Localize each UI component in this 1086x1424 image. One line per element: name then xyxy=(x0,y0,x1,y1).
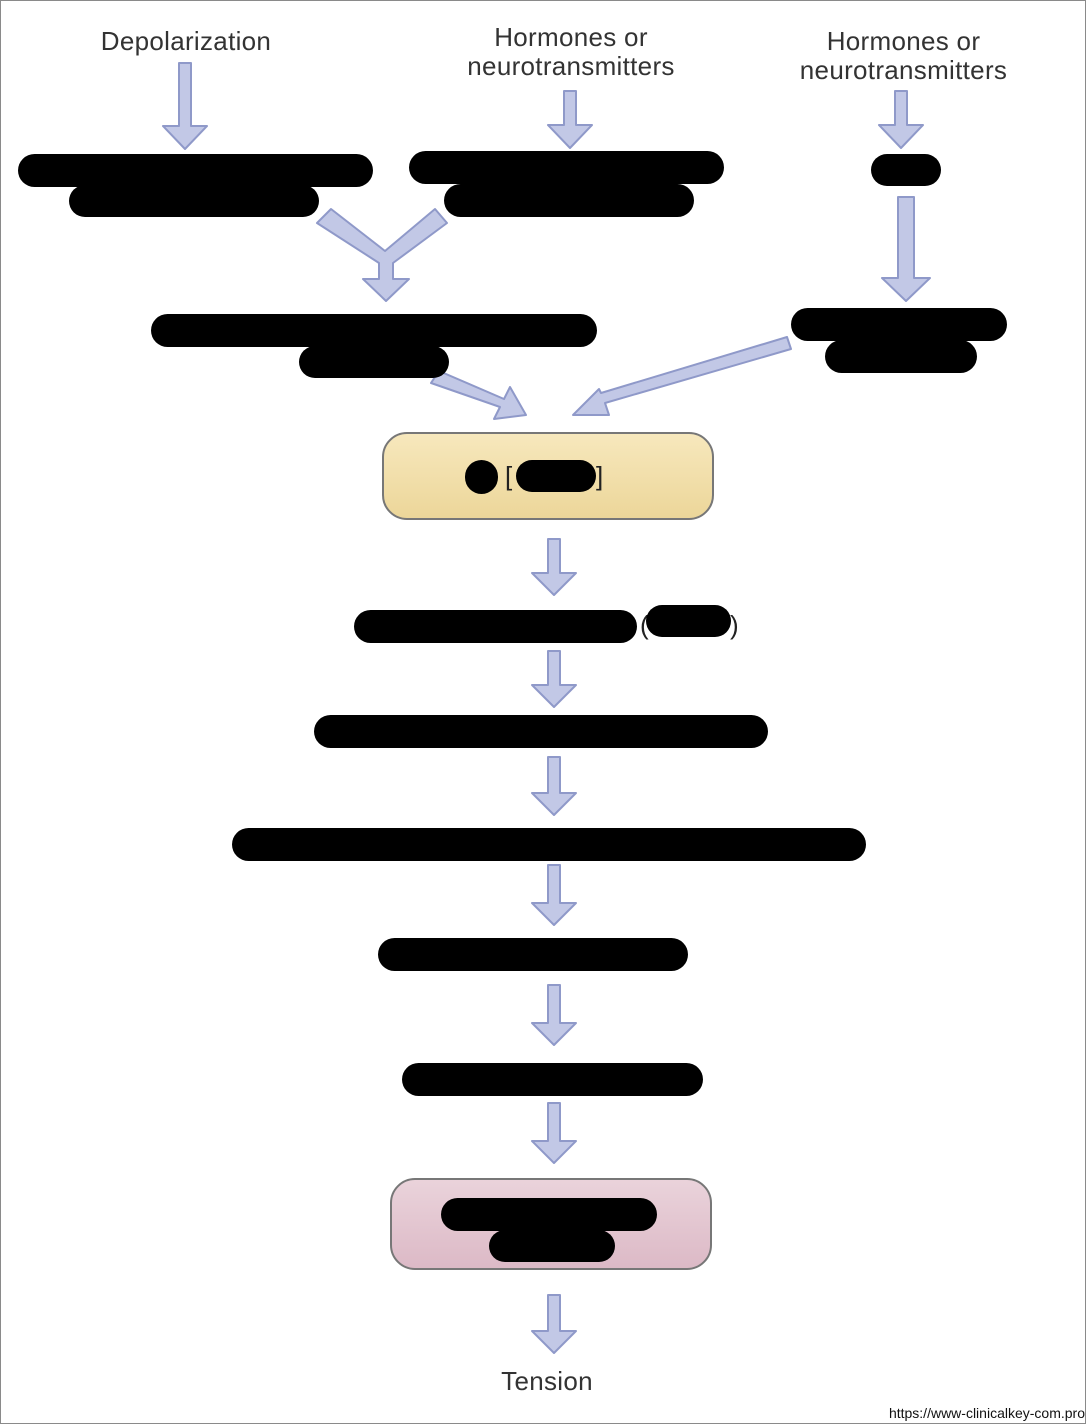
redaction-bar xyxy=(441,1198,657,1231)
redaction-bar xyxy=(232,828,866,861)
redaction-bar xyxy=(299,346,449,378)
arrow-down-depolarization xyxy=(162,62,208,150)
paren-open: ( xyxy=(640,610,649,640)
paren-close: ) xyxy=(730,610,739,640)
redaction-dot xyxy=(465,460,498,494)
arrow-down-7 xyxy=(531,1294,577,1354)
redaction-bar xyxy=(791,308,1007,341)
arrow-down-1 xyxy=(531,538,577,596)
redaction-bar xyxy=(354,610,637,643)
redaction-bar xyxy=(444,184,694,217)
redaction-bar xyxy=(314,715,768,748)
redaction-bar xyxy=(378,938,688,971)
source-url: https://www-clinicalkey-com.pro xyxy=(888,1405,1085,1421)
depolarization-label: Depolarization xyxy=(100,26,272,56)
redaction-bar xyxy=(69,185,319,217)
redaction-bar xyxy=(871,154,941,186)
arrow-down-hormones-1 xyxy=(547,90,593,149)
redaction-bar xyxy=(402,1063,703,1096)
redaction-bar xyxy=(646,605,731,637)
redaction-bar xyxy=(825,340,977,373)
arrow-down-2 xyxy=(531,650,577,708)
hormones-label-1: Hormones or neurotransmitters xyxy=(467,22,675,81)
tension-label: Tension xyxy=(501,1366,593,1396)
arrow-merge-y xyxy=(316,208,448,302)
arrow-down-3 xyxy=(531,756,577,816)
bracket-close: ] xyxy=(596,461,604,491)
arrow-down-6 xyxy=(531,1102,577,1164)
arrow-diagonal-left xyxy=(430,370,527,420)
redaction-bar xyxy=(516,460,596,492)
redaction-bar xyxy=(409,151,724,184)
redaction-bar xyxy=(489,1230,615,1262)
hormones-label-2: Hormones or neurotransmitters xyxy=(799,26,1008,85)
arrow-down-5 xyxy=(531,984,577,1046)
arrow-down-hormones-2 xyxy=(878,90,924,149)
redaction-bar xyxy=(18,154,373,187)
redaction-bar xyxy=(151,314,597,347)
bracket-open: [ xyxy=(505,461,513,491)
arrow-diagonal-right xyxy=(572,336,792,416)
arrow-down-right-column xyxy=(881,196,931,302)
arrow-down-4 xyxy=(531,864,577,926)
